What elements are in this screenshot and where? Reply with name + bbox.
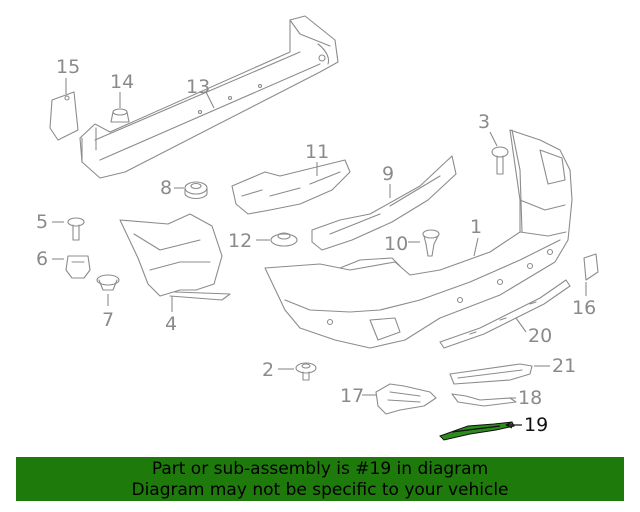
callout-9: 9 [382, 163, 394, 185]
callout-14: 14 [110, 71, 134, 93]
leader-13 [205, 91, 215, 109]
part-5-screw[interactable] [67, 217, 85, 241]
callout-8: 8 [160, 177, 172, 199]
part-8-grommet[interactable] [184, 181, 208, 200]
part-18-molding[interactable] [451, 393, 517, 407]
callout-3: 3 [478, 111, 490, 133]
part-9-bracket[interactable] [311, 155, 457, 251]
callout-7: 7 [102, 309, 114, 331]
callout-13: 13 [186, 76, 210, 98]
arrow-19 [505, 421, 513, 429]
part-3-bolt[interactable] [491, 146, 509, 175]
part-1-bumper-cover[interactable] [264, 129, 573, 349]
callout-19: 19 [524, 414, 548, 436]
part-4-side-bracket[interactable] [119, 213, 231, 301]
leader-20 [515, 317, 527, 333]
part-14-nut[interactable] [110, 108, 130, 123]
callout-11: 11 [305, 141, 329, 163]
part-7-expansion-nut[interactable] [96, 274, 120, 291]
part-20-trim-strip[interactable] [439, 279, 571, 349]
part-15-cover-plate[interactable] [49, 91, 79, 141]
callout-15: 15 [56, 56, 80, 78]
callout-5: 5 [36, 211, 48, 233]
callout-4: 4 [165, 313, 177, 335]
leader-1 [473, 237, 479, 257]
part-19-lower-trim[interactable] [439, 421, 515, 441]
callout-10: 10 [384, 233, 408, 255]
part-11-bracket[interactable] [231, 159, 351, 215]
callout-16: 16 [572, 297, 596, 319]
part-6-clip-nut[interactable] [65, 255, 91, 279]
banner-line-2: Diagram may not be specific to your vehi… [131, 480, 509, 500]
callout-12: 12 [228, 230, 252, 252]
part-17-grille-insert[interactable] [375, 383, 437, 415]
leader-3 [489, 131, 498, 147]
callout-18: 18 [518, 387, 542, 409]
part-16-bracket[interactable] [583, 253, 599, 281]
callout-20: 20 [528, 325, 552, 347]
part-2-bolt[interactable] [295, 362, 317, 381]
part-12-nut[interactable] [270, 232, 298, 247]
callout-1: 1 [470, 216, 482, 238]
part-10-clip[interactable] [422, 229, 440, 257]
callout-2: 2 [262, 359, 274, 381]
banner-line-1: Part or sub-assembly is #19 in diagram [151, 459, 489, 479]
callout-6: 6 [36, 248, 48, 270]
part-21-reflector[interactable] [449, 363, 533, 385]
callout-17: 17 [340, 385, 364, 407]
callout-21: 21 [552, 355, 576, 377]
parts-diagram: 13 15 14 3 1 11 [36, 15, 599, 441]
info-banner: Part or sub-assembly is #19 in diagram D… [16, 457, 624, 501]
